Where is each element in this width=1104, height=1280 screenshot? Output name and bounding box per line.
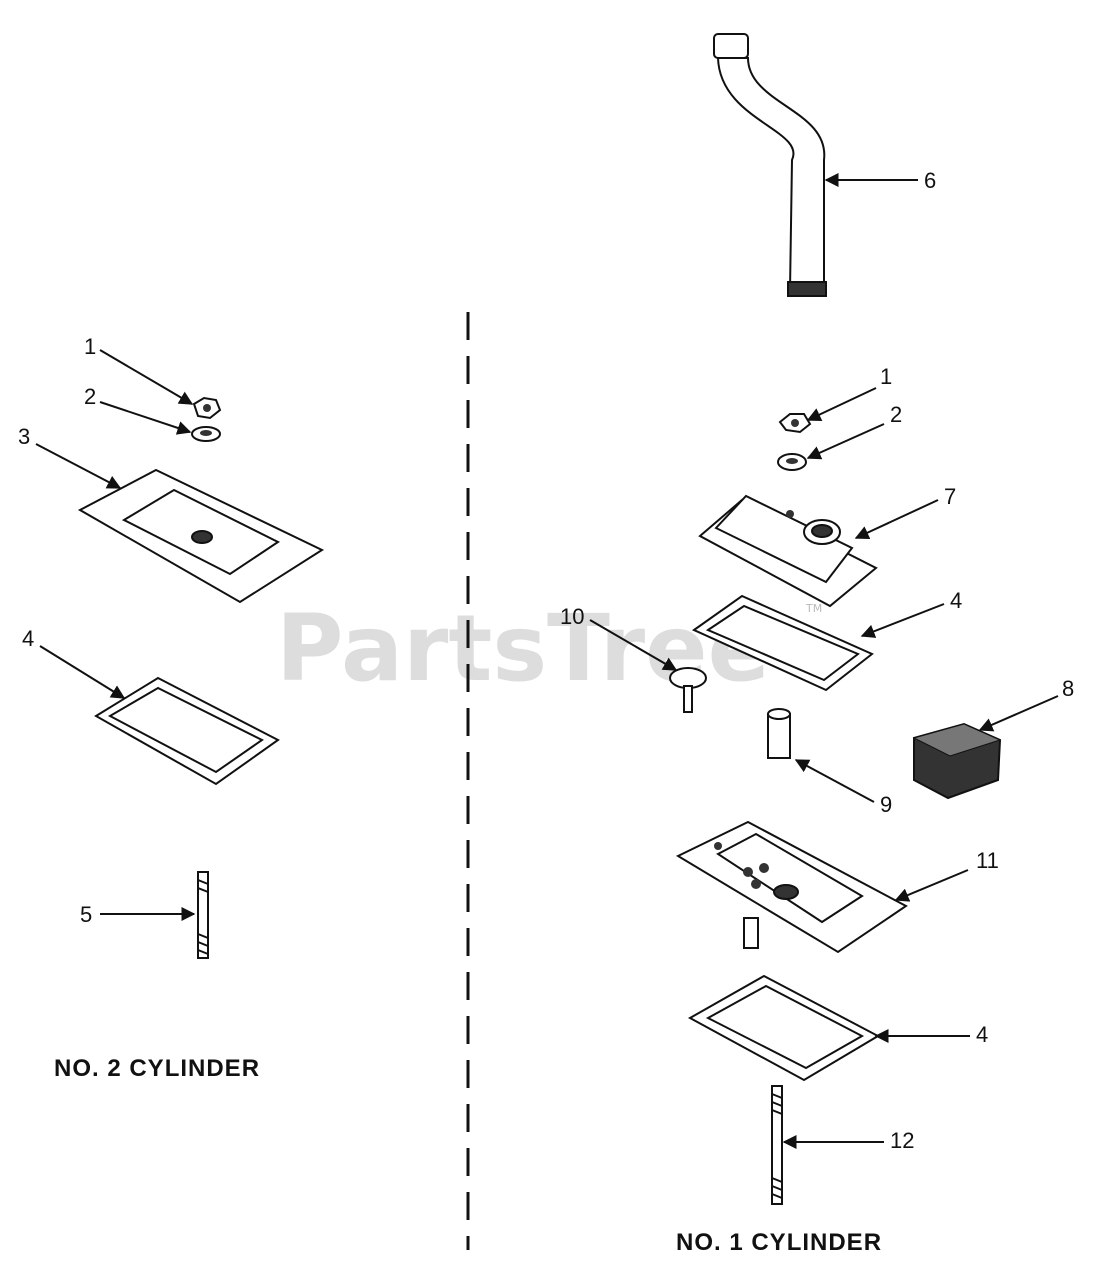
part-breather-body <box>675 820 908 954</box>
callout-4-left: 4 <box>22 626 34 651</box>
part-stud-left <box>197 871 209 959</box>
callout-4-right-upper: 4 <box>950 588 962 613</box>
leader-2-left <box>99 401 192 435</box>
part-gasket-left <box>94 676 280 786</box>
part-hex-nut-right <box>778 413 812 434</box>
callout-8-right: 8 <box>1062 676 1074 701</box>
leader-1-right <box>806 387 877 421</box>
part-gasket-right-upper <box>692 594 874 692</box>
left-section-title: NO. 2 CYLINDER <box>54 1055 260 1082</box>
callout-9-right: 9 <box>880 792 892 817</box>
leader-10-right <box>589 619 678 671</box>
part-filter-element <box>912 722 1002 800</box>
part-gasket-right-lower <box>687 974 881 1082</box>
callout-4-right-lower: 4 <box>976 1022 988 1047</box>
callout-12-right: 12 <box>890 1128 914 1153</box>
right-section-title: NO. 1 CYLINDER <box>676 1229 882 1256</box>
callout-7-right: 7 <box>944 484 956 509</box>
leader-3-left <box>35 443 122 489</box>
leader-2-right <box>806 423 885 460</box>
part-washer-right <box>777 453 807 471</box>
callout-2-left: 2 <box>84 384 96 409</box>
part-washer-left <box>191 426 221 442</box>
callout-6-right: 6 <box>924 168 936 193</box>
leader-9-right <box>794 759 875 803</box>
callout-3-left: 3 <box>18 424 30 449</box>
leader-11-right <box>894 869 969 902</box>
callout-11-right: 11 <box>976 848 999 873</box>
part-hex-nut-left <box>192 396 222 420</box>
leader-4-right-upper <box>860 603 945 638</box>
part-spacer <box>767 708 791 759</box>
callout-5-left: 5 <box>80 902 92 927</box>
callout-1-left: 1 <box>84 334 96 359</box>
callout-1-right: 1 <box>880 364 892 389</box>
leader-4-left <box>39 645 126 699</box>
leader-7-right <box>854 499 939 540</box>
leader-8-right <box>978 695 1059 732</box>
callout-2-right: 2 <box>890 402 902 427</box>
part-stud-right <box>771 1085 783 1205</box>
leader-1-left <box>99 349 194 405</box>
part-breather-tube <box>713 33 827 297</box>
part-breather-cover <box>698 494 878 608</box>
callout-10-right: 10 <box>560 604 584 629</box>
part-reed-valve <box>669 667 707 713</box>
part-cover-plate <box>77 468 325 604</box>
watermark-tm: TM <box>805 602 822 615</box>
